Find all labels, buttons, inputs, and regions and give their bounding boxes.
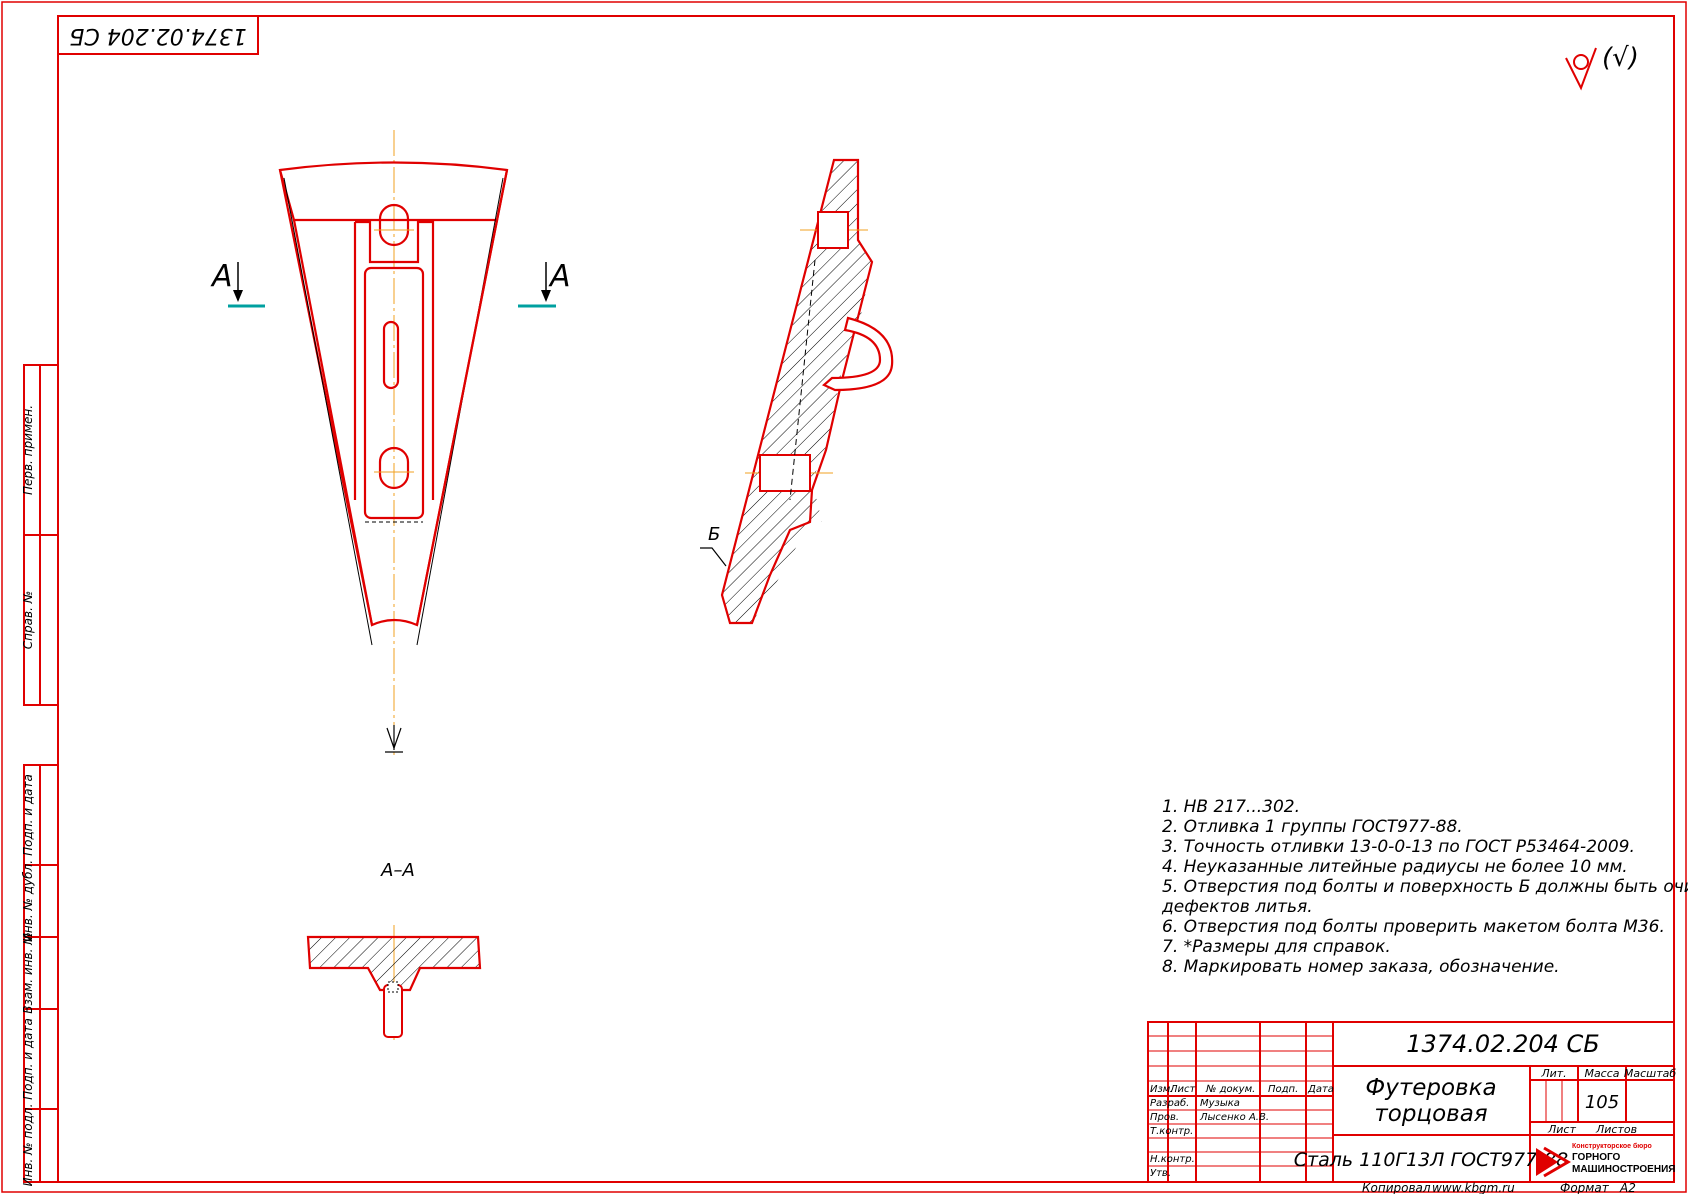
tb-name-2: торцовая <box>1374 1101 1487 1127</box>
note-line: 5. Отверстия под болты и поверхность Б д… <box>1162 877 1688 897</box>
section-letter-left: А <box>210 259 233 294</box>
tb-col-izm: Изм. <box>1150 1084 1174 1095</box>
top-stamp-text: 1374.02.204 СБ <box>69 23 246 48</box>
tb-name: Музыка <box>1200 1098 1240 1109</box>
side-label-perv: Перв. примен. <box>21 405 35 495</box>
logo-line-2: ГОРНОГО <box>1572 1152 1621 1163</box>
tb-role: Т.контр. <box>1150 1126 1193 1137</box>
side-columns: Перв. примен. Справ. № Подп. и дата Инв.… <box>21 364 59 1187</box>
side-label-podp2: Подп. и дата <box>21 1018 35 1100</box>
side-view: Б <box>700 158 894 625</box>
tb-col-podp: Подп. <box>1268 1084 1298 1095</box>
tb-scale-label: Масштаб <box>1624 1067 1676 1080</box>
side-label-vzam: Взам. инв. № <box>21 932 35 1013</box>
section-mark-left: А <box>210 259 265 308</box>
tb-designation: 1374.02.204 СБ <box>1406 1030 1600 1058</box>
notes: 1. НВ 217...302. 2. Отливка 1 группы ГОС… <box>1161 797 1688 977</box>
top-stamp: 1374.02.204 СБ <box>57 15 259 55</box>
section-mark-right: А <box>518 259 571 308</box>
note-line: 6. Отверстия под болты проверить макетом… <box>1162 917 1665 937</box>
tb-role: Утв. <box>1150 1168 1171 1179</box>
title-block <box>1147 1021 1675 1183</box>
note-line: 3. Точность отливки 13-0-0-13 по ГОСТ Р5… <box>1162 837 1635 857</box>
title-block-text: 1374.02.204 СБ Футеровка торцовая Сталь … <box>1150 1030 1676 1179</box>
tb-mass-value: 105 <box>1585 1092 1619 1113</box>
tb-name: Лысенко А.В. <box>1199 1112 1269 1123</box>
note-line: дефектов литья. <box>1161 897 1313 917</box>
front-view <box>278 130 509 755</box>
logo-line-3: МАШИНОСТРОЕНИЯ <box>1572 1164 1675 1175</box>
tb-name-1: Футеровка <box>1365 1075 1496 1101</box>
tb-material: Сталь 110Г13Л ГОСТ977-88 <box>1294 1149 1568 1171</box>
tb-col-doc: № докум. <box>1205 1084 1255 1095</box>
section-title: А–А <box>380 860 415 881</box>
note-line: 2. Отливка 1 группы ГОСТ977-88. <box>1162 817 1463 837</box>
tb-sheets-label: Листов <box>1595 1123 1637 1136</box>
roughness-symbol: (√) <box>1565 43 1639 91</box>
inner-frame <box>57 15 1675 1183</box>
note-line: 8. Маркировать номер заказа, обозначение… <box>1162 957 1560 977</box>
side-label-podp1: Подп. и дата <box>21 774 35 856</box>
surface-letter: Б <box>708 524 720 545</box>
section-letter-right: А <box>548 259 571 294</box>
tb-col-date: Дата <box>1307 1084 1334 1095</box>
footer: Копировал www.kbgm.ru Формат А2 <box>1362 1181 1636 1194</box>
logo-line-1: Конструкторское бюро <box>1572 1142 1652 1150</box>
side-label-sprav: Справ. № <box>21 591 35 649</box>
tb-sheet-label: Лист <box>1547 1123 1576 1136</box>
tb-role: Н.контр. <box>1150 1154 1195 1165</box>
section-view: А–А <box>306 860 482 1040</box>
footer-format-label: Формат <box>1560 1181 1610 1194</box>
side-label-inv-dubl: Инв. № дубл. <box>21 860 35 942</box>
tb-lit-label: Лит. <box>1540 1067 1566 1080</box>
footer-copied: Копировал <box>1362 1181 1431 1194</box>
note-line: 1. НВ 217...302. <box>1162 797 1300 817</box>
tb-mass-label: Масса <box>1584 1067 1619 1080</box>
tb-role: Пров. <box>1150 1112 1179 1123</box>
note-line: 4. Неуказанные литейные радиусы не более… <box>1162 857 1628 877</box>
tb-col-list: Лист <box>1169 1084 1197 1095</box>
side-label-inv-podl: Инв. № подл. <box>21 1104 35 1187</box>
tb-role: Разраб. <box>1150 1097 1189 1109</box>
company-logo: Конструкторское бюро ГОРНОГО МАШИНОСТРОЕ… <box>1536 1142 1675 1178</box>
roughness-text: (√) <box>1602 43 1639 73</box>
footer-site: www.kbgm.ru <box>1432 1181 1515 1194</box>
note-line: 7. *Размеры для справок. <box>1162 937 1391 957</box>
footer-format-value: А2 <box>1619 1181 1636 1194</box>
